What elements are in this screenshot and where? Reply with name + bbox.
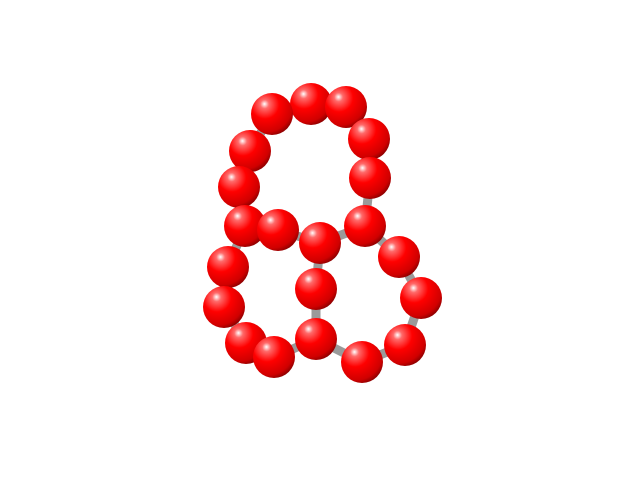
bead-sphere bbox=[325, 86, 367, 128]
bead-sphere bbox=[257, 209, 299, 251]
bead-sphere bbox=[341, 341, 383, 383]
bead-sphere bbox=[348, 118, 390, 160]
bead-sphere bbox=[400, 277, 442, 319]
bead-sphere bbox=[295, 268, 337, 310]
bead-sphere bbox=[218, 166, 260, 208]
bead-sphere bbox=[349, 157, 391, 199]
bead-sphere bbox=[344, 205, 386, 247]
bead-sphere bbox=[290, 83, 332, 125]
bead-sphere bbox=[253, 336, 295, 378]
bead-sphere bbox=[229, 130, 271, 172]
bead-sphere bbox=[203, 286, 245, 328]
bead-sphere bbox=[224, 205, 266, 247]
bead-sphere bbox=[251, 93, 293, 135]
bead-sphere bbox=[378, 236, 420, 278]
bead-sphere bbox=[299, 222, 341, 264]
bead-sphere bbox=[207, 246, 249, 288]
bead-sphere bbox=[384, 324, 426, 366]
bead-sphere bbox=[295, 318, 337, 360]
bead-layer bbox=[203, 83, 442, 383]
